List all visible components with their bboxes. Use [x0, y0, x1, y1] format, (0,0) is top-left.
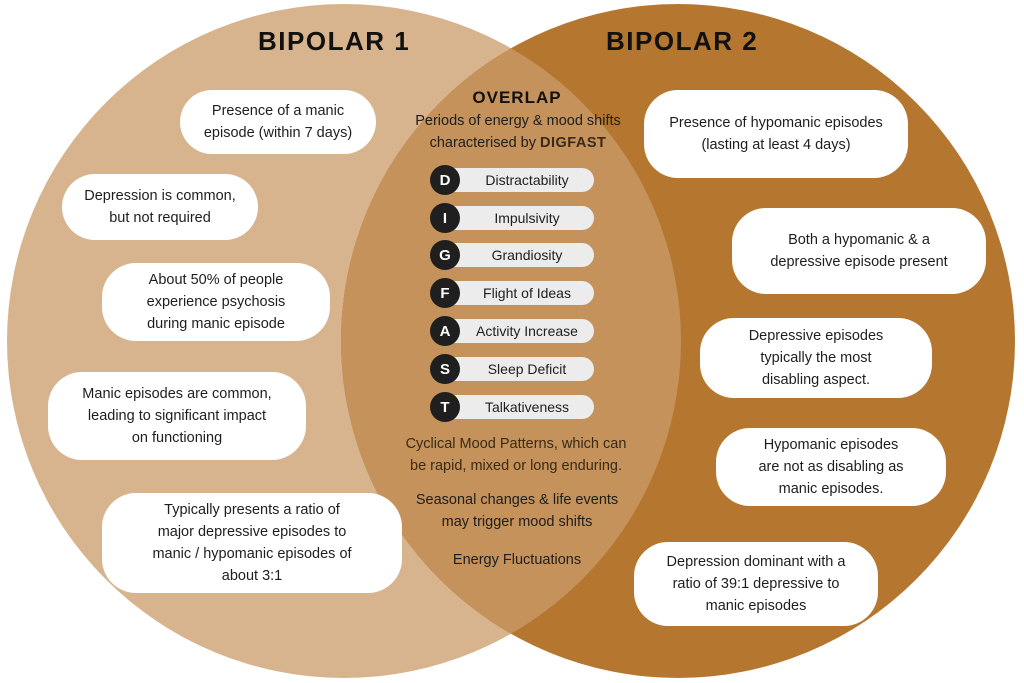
digfast-item: A Activity Increase: [430, 316, 600, 346]
overlap-title: OVERLAP: [472, 88, 562, 107]
digfast-label: Flight of Ideas: [444, 281, 594, 305]
overlap-subtitle: Periods of energy & mood shifts characte…: [380, 110, 656, 154]
bipolar1-psychosis: About 50% of people experience psychosis…: [102, 263, 330, 341]
digfast-item: I Impulsivity: [430, 203, 600, 233]
overlap-subtitle-line2: characterised by: [429, 135, 536, 151]
letter-circle: D: [430, 165, 460, 195]
digfast-label: Talkativeness: [444, 395, 594, 419]
digfast-label: Activity Increase: [444, 319, 594, 343]
bipolar2-disabling: Depressive episodes typically the most d…: [700, 318, 932, 398]
letter-circle: S: [430, 354, 460, 384]
digfast-item: D Distractability: [430, 165, 600, 195]
bipolar1-manic-episode: Presence of a manic episode (within 7 da…: [180, 90, 376, 154]
bipolar1-ratio: Typically presents a ratio of major depr…: [102, 493, 402, 593]
digfast-label: Sleep Deficit: [444, 357, 594, 381]
digfast-item: G Grandiosity: [430, 240, 600, 270]
overlap-cyclical: Cyclical Mood Patterns, which can be rap…: [405, 436, 627, 474]
digfast-item: S Sleep Deficit: [430, 354, 600, 384]
bipolar1-depression: Depression is common, but not required: [62, 174, 258, 240]
overlap-energy: Energy Fluctuations: [452, 552, 582, 568]
overlap-seasonal: Seasonal changes & life events may trigg…: [415, 492, 619, 530]
letter-circle: A: [430, 316, 460, 346]
bipolar1-functioning: Manic episodes are common, leading to si…: [48, 372, 306, 460]
digfast-label: Distractability: [444, 168, 594, 192]
letter-circle: G: [430, 240, 460, 270]
digfast-item: T Talkativeness: [430, 392, 600, 422]
letter-circle: F: [430, 278, 460, 308]
overlap-subtitle-line1: Periods of energy & mood shifts: [415, 113, 621, 129]
digfast-acronym: DIGFAST: [540, 135, 607, 151]
bipolar2-hypomanic-less: Hypomanic episodes are not as disabling …: [716, 428, 946, 506]
bipolar2-hypomanic: Presence of hypomanic episodes (lasting …: [644, 90, 908, 178]
bipolar2-title: BIPOLAR 2: [606, 26, 759, 56]
letter-circle: T: [430, 392, 460, 422]
bipolar2-both-episodes: Both a hypomanic & a depressive episode …: [732, 208, 986, 294]
bipolar2-ratio: Depression dominant with a ratio of 39:1…: [634, 542, 878, 626]
letter-circle: I: [430, 203, 460, 233]
digfast-label: Impulsivity: [444, 206, 594, 230]
digfast-item: F Flight of Ideas: [430, 278, 600, 308]
bipolar1-title: BIPOLAR 1: [258, 26, 411, 56]
digfast-label: Grandiosity: [444, 243, 594, 267]
